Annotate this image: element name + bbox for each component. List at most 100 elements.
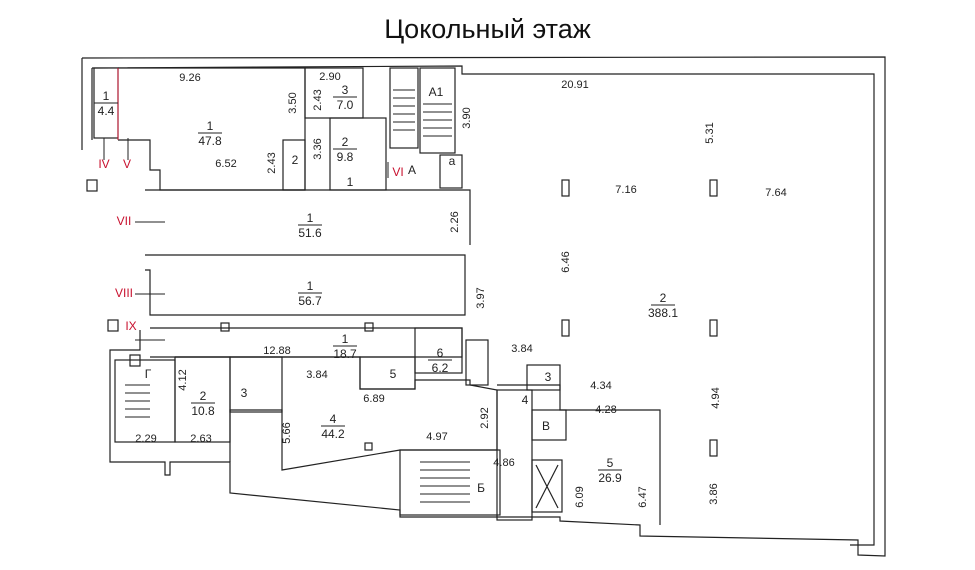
room-number: 5 [607,456,614,470]
dimension-label: 3.84 [511,343,532,355]
stair-outline [389,67,419,149]
axis-label: V [123,157,131,171]
column [220,322,230,332]
dimension-label: 2.26 [449,211,461,232]
room-number: 6 [437,346,444,360]
stair-outline [399,449,501,516]
column [86,179,98,192]
dimension-label: 12.88 [263,345,291,357]
plan-title: Цокольный этаж [384,14,591,44]
dimension-label: 4.12 [177,369,189,390]
room-number: 3 [342,83,349,97]
room-outline [496,389,533,521]
room-outline [526,364,561,391]
room-outline [359,356,416,390]
room-outline [414,327,463,374]
lift-outline [531,459,563,513]
room-area: 26.9 [598,471,622,485]
room-outline [439,154,463,189]
room-area: 47.8 [198,134,222,148]
column [364,442,373,451]
axis-label: IV [98,157,109,171]
stair-outline [419,67,456,154]
room-number: 1 [307,279,314,293]
room-outline [175,356,498,471]
stair-label: А1 [429,85,444,99]
dimension-label: 4.86 [493,457,514,469]
stair-label: В [542,419,550,433]
dimension-label: 20.91 [561,79,589,91]
dimension-label: 2.90 [319,71,340,83]
column [709,179,718,197]
room-outline [531,409,567,441]
dimension-label: 7.16 [615,184,636,196]
dimension-label: 4.97 [426,431,447,443]
room-number: 2 [660,291,667,305]
axis-label: IX [125,319,136,333]
dimension-label: 3.97 [475,287,487,308]
dimension-label: 6.46 [560,251,572,272]
room-label: 3 [545,370,552,384]
room-area: 6.2 [432,361,449,375]
stair-label: Б [477,481,485,495]
room-area: 7.0 [337,98,354,112]
room-area: 18.7 [333,347,357,361]
dimension-label: 7.64 [765,187,786,199]
column [561,319,570,337]
room-number: 1 [307,211,314,225]
axis-label: VII [117,214,132,228]
dimension-label: 6.09 [574,486,586,507]
dimension-label: 2.92 [479,407,491,428]
dimension-label: 4.34 [590,380,611,392]
room-area: 388.1 [648,306,678,320]
dimension-label: 3.36 [312,138,324,159]
room-label: 4 [522,393,529,407]
room-number: 1 [207,119,214,133]
axis-label: VI [392,165,403,179]
column [709,319,718,337]
dimension-label: 2.43 [266,152,278,173]
column [709,439,718,457]
dimension-label: 4.28 [595,404,616,416]
dimension-label: 6.52 [215,158,236,170]
dimension-label: 3.86 [708,483,720,504]
dimension-label: 2.63 [190,433,211,445]
column [364,322,374,332]
dimension-label: 3.90 [461,107,473,128]
dimension-label: 5.66 [281,422,293,443]
room-number: 1 [342,332,349,346]
room-number: 2 [200,389,207,403]
room-area: 4.4 [98,104,115,118]
room-number: 1 [103,89,110,103]
dimension-label: 2.43 [312,89,324,110]
dimension-label: 4.94 [710,387,722,408]
outer-wall-inner [91,65,875,546]
room-number: 4 [330,412,337,426]
room-area: 9.8 [337,150,354,164]
room-label: 5 [390,367,397,381]
room-outline [145,254,466,316]
dimension-label: 6.89 [363,393,384,405]
dimension-label: 3.50 [287,92,299,113]
column [129,354,141,367]
dimension-label: 3.84 [306,369,327,381]
room-number: 2 [342,135,349,149]
axis-label: VIII [115,286,133,300]
room-label: 1 [347,175,354,189]
stair-label: Г [145,367,152,381]
dimension-label: 2.29 [135,433,156,445]
column [561,179,570,197]
stair-outline [114,359,176,443]
room-area: 10.8 [191,404,215,418]
wall-segment [145,189,471,245]
stair-label: А [408,163,416,177]
room-label: 2 [292,153,299,167]
dimension-label: 9.26 [179,72,200,84]
dimension-label: 5.31 [704,122,716,143]
room-label: 3 [241,386,248,400]
room-area: 56.7 [298,294,322,308]
room-area: 44.2 [321,427,345,441]
stair-label: а [449,154,456,168]
